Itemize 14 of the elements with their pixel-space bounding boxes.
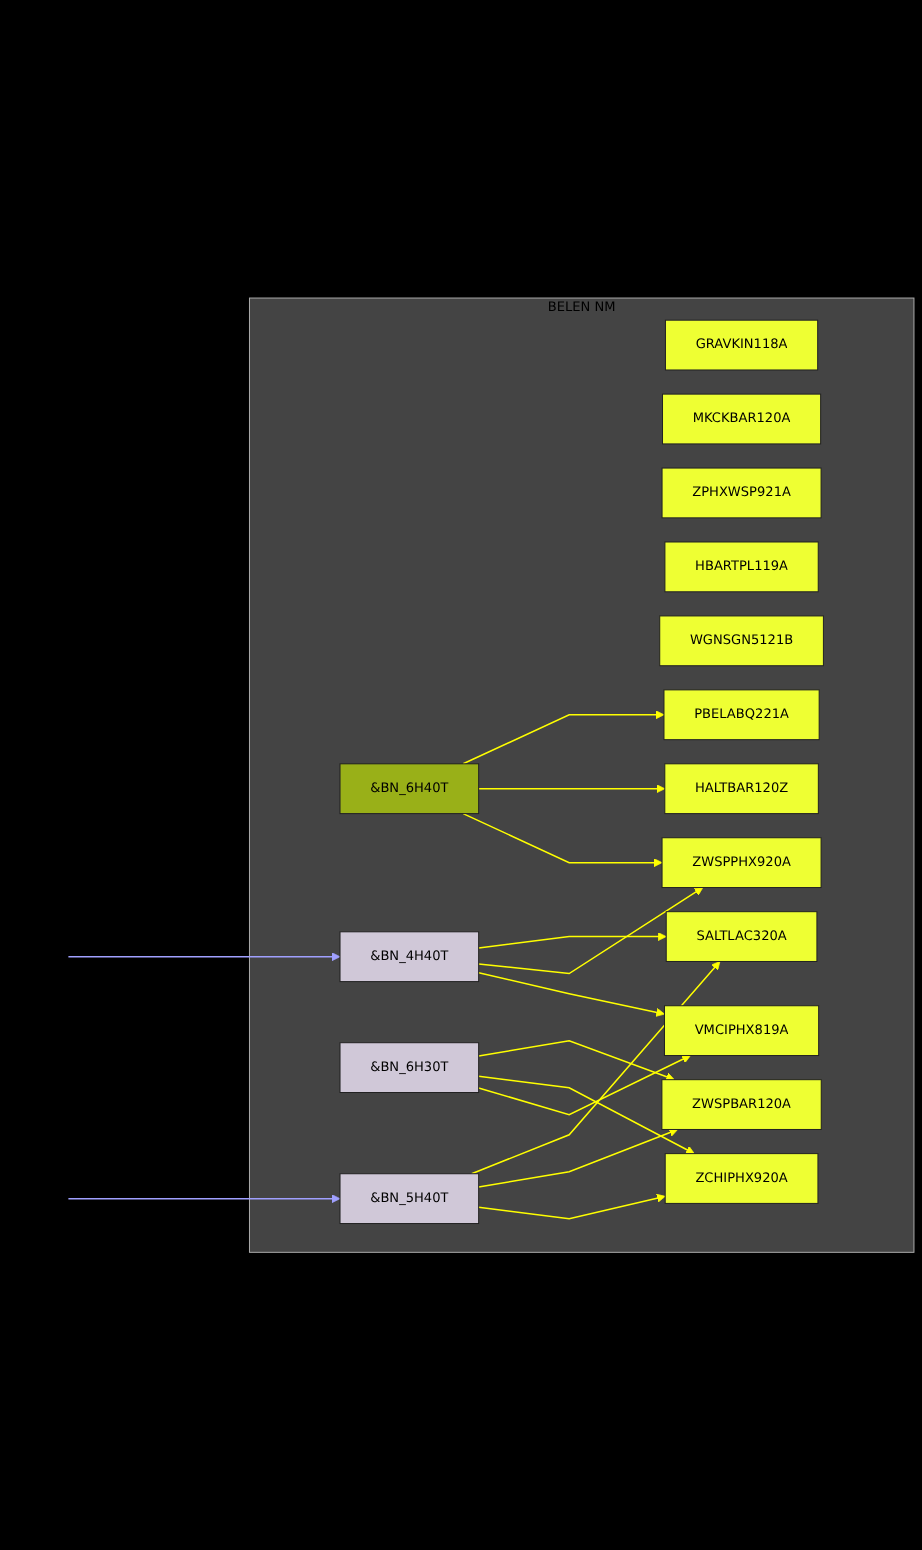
arrow [477, 784, 666, 793]
arrow [67, 952, 341, 961]
arrow [477, 931, 667, 949]
arrow [477, 1193, 666, 1220]
arrow [477, 886, 704, 975]
arrow [477, 1128, 679, 1188]
arrow [67, 1194, 341, 1203]
arrow [462, 812, 663, 867]
arrow [477, 971, 665, 1017]
arrow [477, 1054, 691, 1116]
arrow [470, 960, 721, 1175]
arrow [477, 1075, 695, 1154]
arrow [462, 710, 665, 765]
arrow [477, 1039, 675, 1081]
